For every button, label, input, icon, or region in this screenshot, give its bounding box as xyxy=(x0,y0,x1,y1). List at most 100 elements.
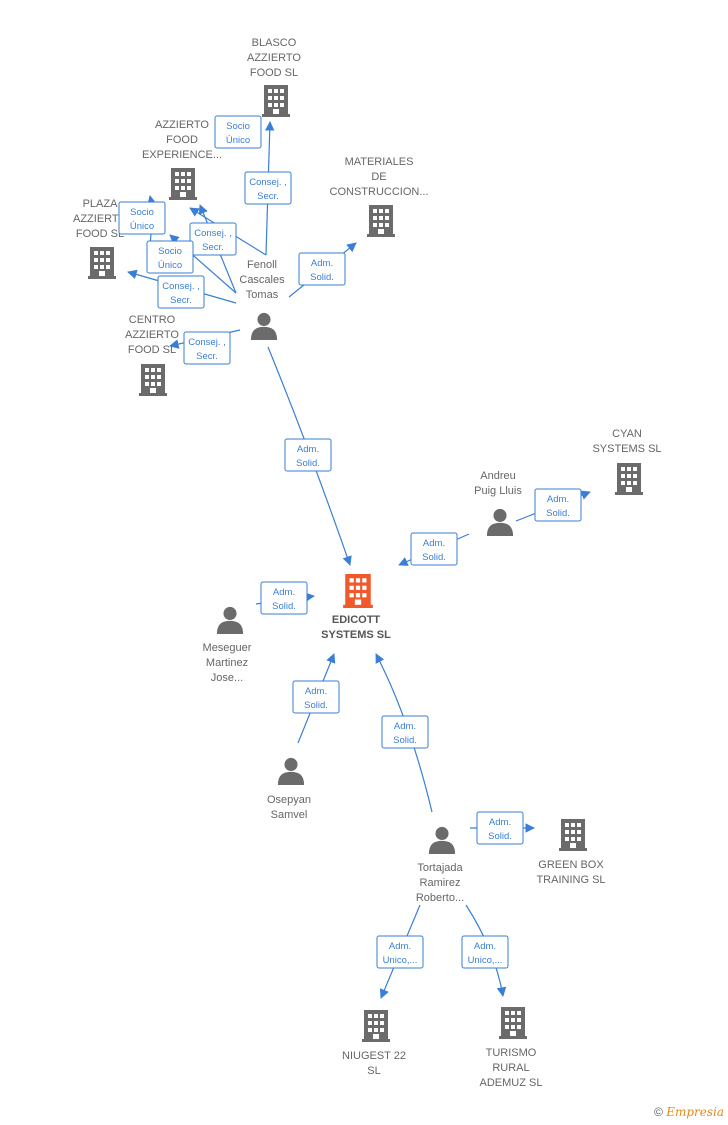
relation-text: Consej. ,Secr. xyxy=(162,281,200,306)
relation-box xyxy=(146,240,194,274)
relation-label-r13[interactable]: Adm.Solid. xyxy=(292,680,340,714)
relation-box xyxy=(244,171,292,205)
relation-text: Adm.Unico,... xyxy=(383,941,418,966)
relation-text: Adm.Solid. xyxy=(546,494,570,519)
relation-box xyxy=(292,680,340,714)
relation-box xyxy=(534,488,582,522)
relation-label-r10[interactable]: Adm.Solid. xyxy=(410,532,458,566)
relation-box xyxy=(260,581,308,615)
relation-box xyxy=(298,252,346,286)
copyright-notice: © Empresia xyxy=(654,1105,724,1119)
relation-label-r14[interactable]: Adm.Solid. xyxy=(381,715,429,749)
relation-box xyxy=(157,275,205,309)
building-icon xyxy=(499,1007,527,1039)
building-icon xyxy=(367,205,395,237)
copyright-symbol: © xyxy=(654,1105,663,1119)
relation-text: Consej. ,Secr. xyxy=(188,337,226,362)
building-icon xyxy=(343,574,373,608)
building-icon xyxy=(559,819,587,851)
relation-label-r6[interactable]: Consej. ,Secr. xyxy=(157,275,205,309)
relation-text: Adm.Solid. xyxy=(296,444,320,469)
relation-box xyxy=(189,222,237,256)
relation-label-r7[interactable]: Consej. ,Secr. xyxy=(183,331,231,365)
relation-label-r15[interactable]: Adm.Solid. xyxy=(476,811,524,845)
relation-box xyxy=(461,935,509,969)
relation-label-r9[interactable]: Adm.Solid. xyxy=(284,438,332,472)
relation-box xyxy=(410,532,458,566)
relation-text: Adm.Solid. xyxy=(488,817,512,842)
relation-box xyxy=(284,438,332,472)
building-icon xyxy=(362,1010,390,1042)
relation-text: Consej. ,Secr. xyxy=(249,177,287,202)
building-icon xyxy=(169,168,197,200)
relation-text: Adm.Solid. xyxy=(304,686,328,711)
relation-text: Adm.Unico,... xyxy=(468,941,503,966)
relation-label-r12[interactable]: Adm.Solid. xyxy=(260,581,308,615)
relation-text: Adm.Solid. xyxy=(393,721,417,746)
person-icon xyxy=(250,312,278,340)
person-icon xyxy=(486,508,514,536)
relation-label-r17[interactable]: Adm.Unico,... xyxy=(461,935,509,969)
relation-label-r16[interactable]: Adm.Unico,... xyxy=(376,935,424,969)
relation-box xyxy=(376,935,424,969)
relation-text: Consej. ,Secr. xyxy=(194,228,232,253)
building-icon xyxy=(88,247,116,279)
relation-label-r2[interactable]: Consej. ,Secr. xyxy=(244,171,292,205)
relation-label-r8[interactable]: Adm.Solid. xyxy=(298,252,346,286)
building-icon xyxy=(615,463,643,495)
relation-text: Adm.Solid. xyxy=(422,538,446,563)
person-icon xyxy=(216,606,244,634)
relation-text: Adm.Solid. xyxy=(310,258,334,283)
relation-text: Adm.Solid. xyxy=(272,587,296,612)
building-icon xyxy=(262,85,290,117)
relation-label-r11[interactable]: Adm.Solid. xyxy=(534,488,582,522)
relation-box xyxy=(476,811,524,845)
empresia-logo: Empresia xyxy=(666,1105,724,1119)
relation-label-r4[interactable]: Consej. ,Secr. xyxy=(189,222,237,256)
relation-box xyxy=(214,115,262,149)
relation-box xyxy=(183,331,231,365)
person-icon xyxy=(277,757,305,785)
building-icon xyxy=(139,364,167,396)
person-icon xyxy=(428,826,456,854)
relation-box xyxy=(118,201,166,235)
relation-box xyxy=(381,715,429,749)
